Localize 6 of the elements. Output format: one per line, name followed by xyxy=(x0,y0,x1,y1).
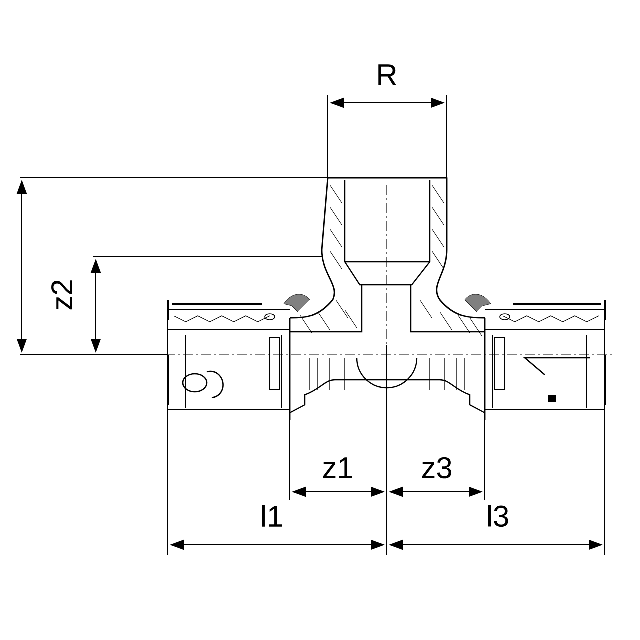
dimension-label: z3 xyxy=(422,457,452,479)
dimension-label: l1 xyxy=(262,505,282,527)
dimension-label: l3 xyxy=(488,505,508,528)
dimension-label: R xyxy=(378,64,396,86)
dimension-label: z2 xyxy=(52,280,72,310)
dimension-label: z1 xyxy=(323,458,352,478)
